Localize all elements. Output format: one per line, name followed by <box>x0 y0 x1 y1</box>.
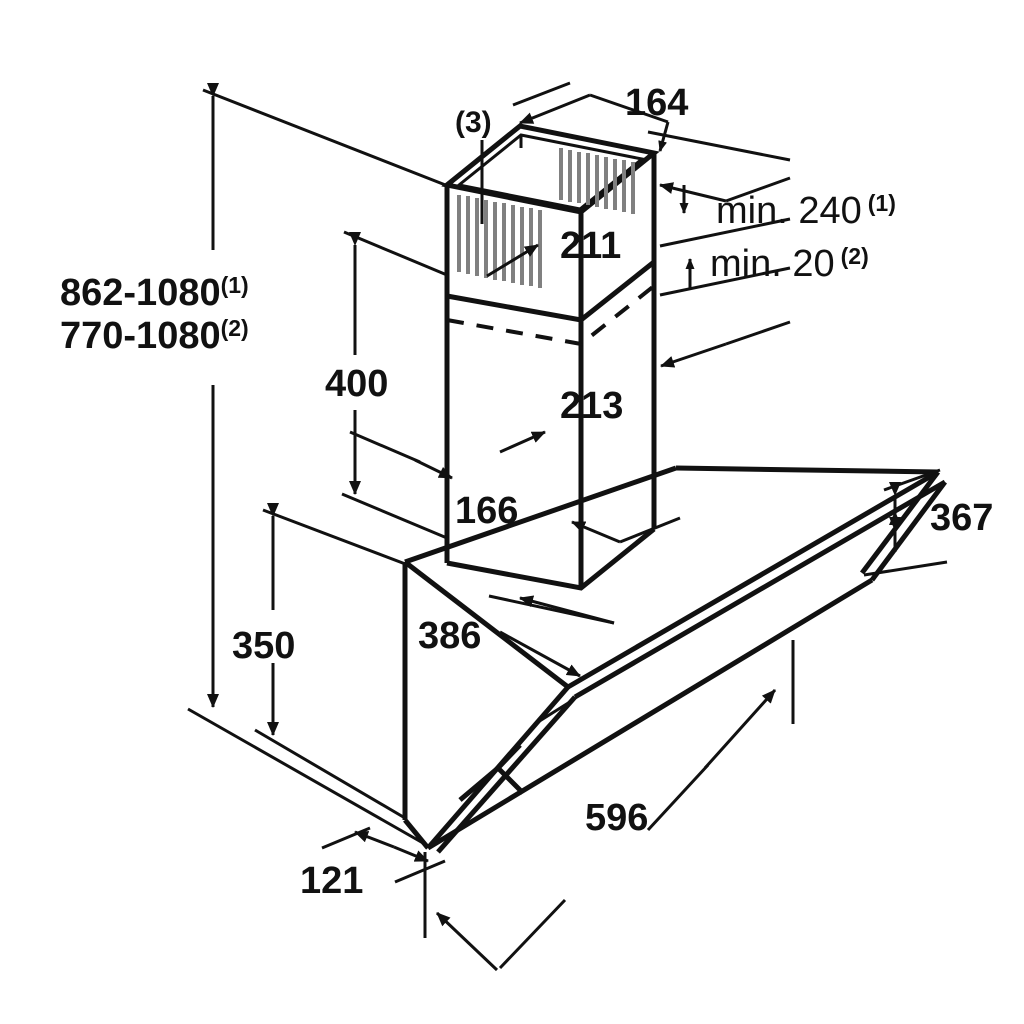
chimney-louvers-right <box>559 148 635 214</box>
dim-chimney-height <box>341 230 448 540</box>
chimney-lower-body <box>444 262 657 591</box>
chimney-hidden-joint <box>446 284 656 347</box>
dim-hood-width <box>423 640 795 972</box>
label-chimney-lower-height: 213 <box>560 385 623 427</box>
dim-chimney-depth <box>512 81 791 162</box>
dim-chimney-lower <box>660 320 791 368</box>
dim-chimney-width <box>349 430 681 544</box>
glass-panel <box>426 469 948 854</box>
label-chimney-depth: 164 <box>625 82 688 124</box>
dim-body-depth <box>488 594 615 724</box>
dim-body-offset <box>321 826 446 884</box>
chimney-top-opening <box>455 133 646 211</box>
label-installation-height-1: 862-1080(1) <box>60 272 249 314</box>
label-chimney-upper-height: 211 <box>560 225 621 267</box>
label-chimney-width: 166 <box>455 490 518 532</box>
label-glass-height: 367 <box>930 497 993 539</box>
label-callout-3: (3) <box>455 106 492 139</box>
label-body-depth: 386 <box>418 615 481 657</box>
label-hood-width: 596 <box>585 797 648 839</box>
dim-chimney-upper <box>486 243 539 278</box>
dim-glass-height <box>863 468 948 577</box>
label-min-clearance-1: min. 240(1) <box>716 190 896 232</box>
dim-min-clearance <box>659 176 791 297</box>
label-installation-height-2: 770-1080(2) <box>60 315 249 357</box>
dim-body-height <box>254 503 409 820</box>
label-min-clearance-2: min. 20(2) <box>710 243 869 285</box>
label-body-height: 350 <box>232 625 295 667</box>
label-chimney-height: 400 <box>325 363 388 405</box>
chimney-louvers-left <box>457 195 542 288</box>
label-body-offset: 121 <box>300 860 363 902</box>
dim-installation-height <box>187 83 449 849</box>
chimney-inner-corner <box>519 135 582 215</box>
